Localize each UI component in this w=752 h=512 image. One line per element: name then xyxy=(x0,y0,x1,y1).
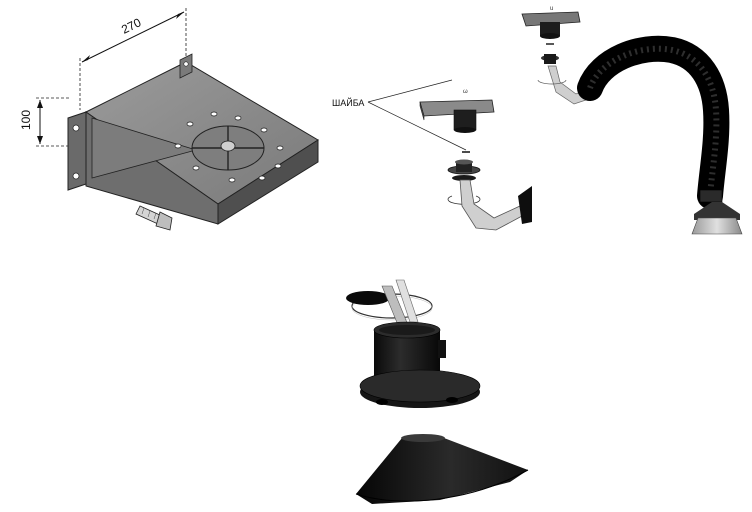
bolt xyxy=(135,205,173,231)
washer-label: ШАЙБА xyxy=(332,97,364,108)
hood-assembly xyxy=(346,279,529,504)
part-tag-upper: u xyxy=(550,6,553,12)
hose-arm: u xyxy=(521,6,743,235)
dimension-height: 100 xyxy=(19,97,70,147)
washer-detail: ШАЙБА ω xyxy=(332,79,532,231)
dimension-height-label: 100 xyxy=(19,110,33,130)
wall-bracket: 270 100 xyxy=(19,8,319,231)
part-tag-middle: ω xyxy=(463,89,468,95)
